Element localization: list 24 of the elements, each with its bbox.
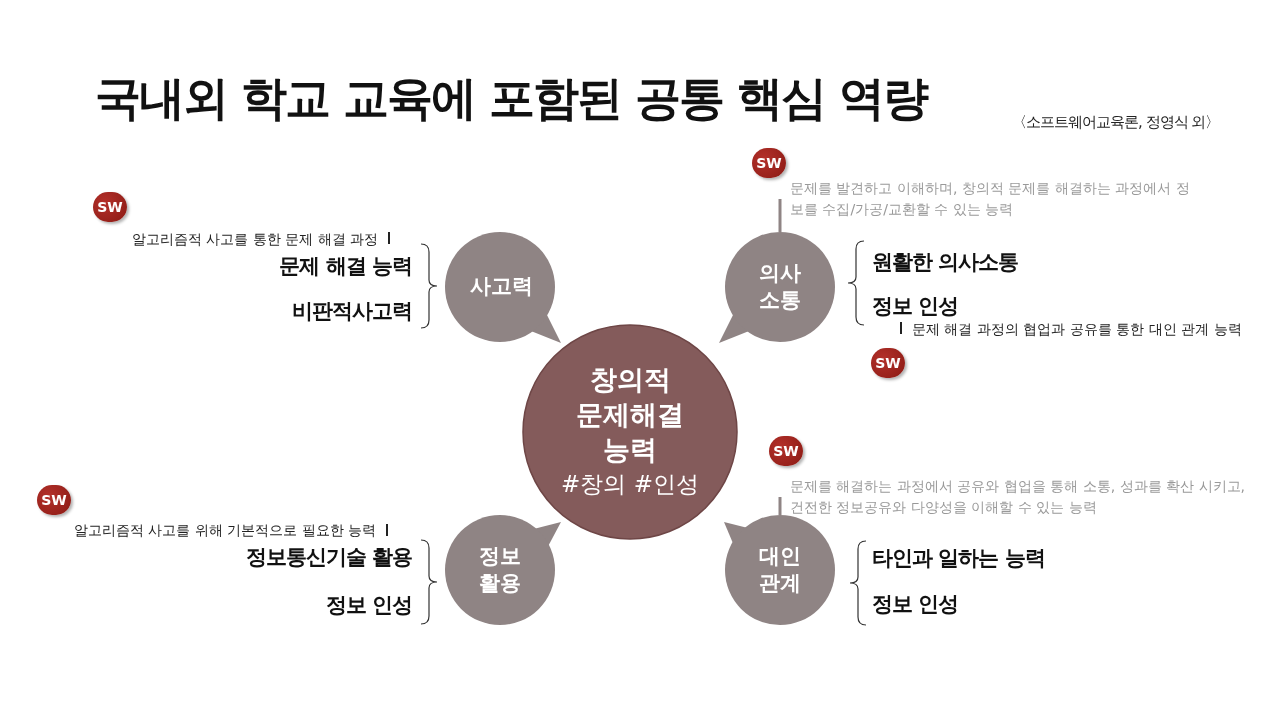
note-text: 알고리즘적 사고를 통한 문제 해결 과정	[131, 231, 378, 249]
speech-bubble: 대인 관계	[724, 515, 835, 625]
connector-line	[778, 199, 782, 232]
sw-badge: SW	[752, 148, 786, 178]
title: 국내외 학교 교육에 포함된 공통 핵심 역량	[95, 70, 928, 127]
item-text: 정보통신기술 활용	[245, 544, 412, 571]
item-text: 정보 인성	[872, 293, 959, 320]
sw-badge: SW	[93, 192, 127, 222]
connector-line	[778, 497, 782, 515]
item-text: 타인과 일하는 능력	[872, 545, 1045, 572]
note-text: 알고리즘적 사고를 위해 기본적으로 필요한 능력	[73, 522, 376, 540]
item-text: 문제 해결 능력	[279, 253, 412, 280]
description-text: 문제를 발견하고 이해하며, 창의적 문제를 해결하는 과정에서 정보를 수집/가공/교환할 수 있는 능력	[790, 178, 1190, 220]
note-text: 문제 해결 과정의 협업과 공유를 통한 대인 관계 능력	[912, 321, 1242, 339]
sw-badge: SW	[37, 485, 71, 515]
description-text: 문제를 해결하는 과정에서 공유와 협업을 통해 소통, 성과를 확산 시키고, 건전한 정보공유와 다양성을 이해할 수 있는 능력	[790, 476, 1260, 518]
item-text: 정보 인성	[325, 592, 412, 619]
item-text: 원활한 의사소통	[872, 249, 1019, 276]
center-circle: 창의적 문제해결 능력 #창의 #인성	[522, 324, 738, 540]
item-text: 정보 인성	[872, 591, 959, 618]
source-note: 〈소프트웨어교육론, 정영식 외〉	[1012, 113, 1220, 132]
item-text: 비판적사고력	[292, 298, 412, 325]
sw-badge: SW	[769, 436, 803, 466]
sw-badge: SW	[871, 348, 905, 378]
